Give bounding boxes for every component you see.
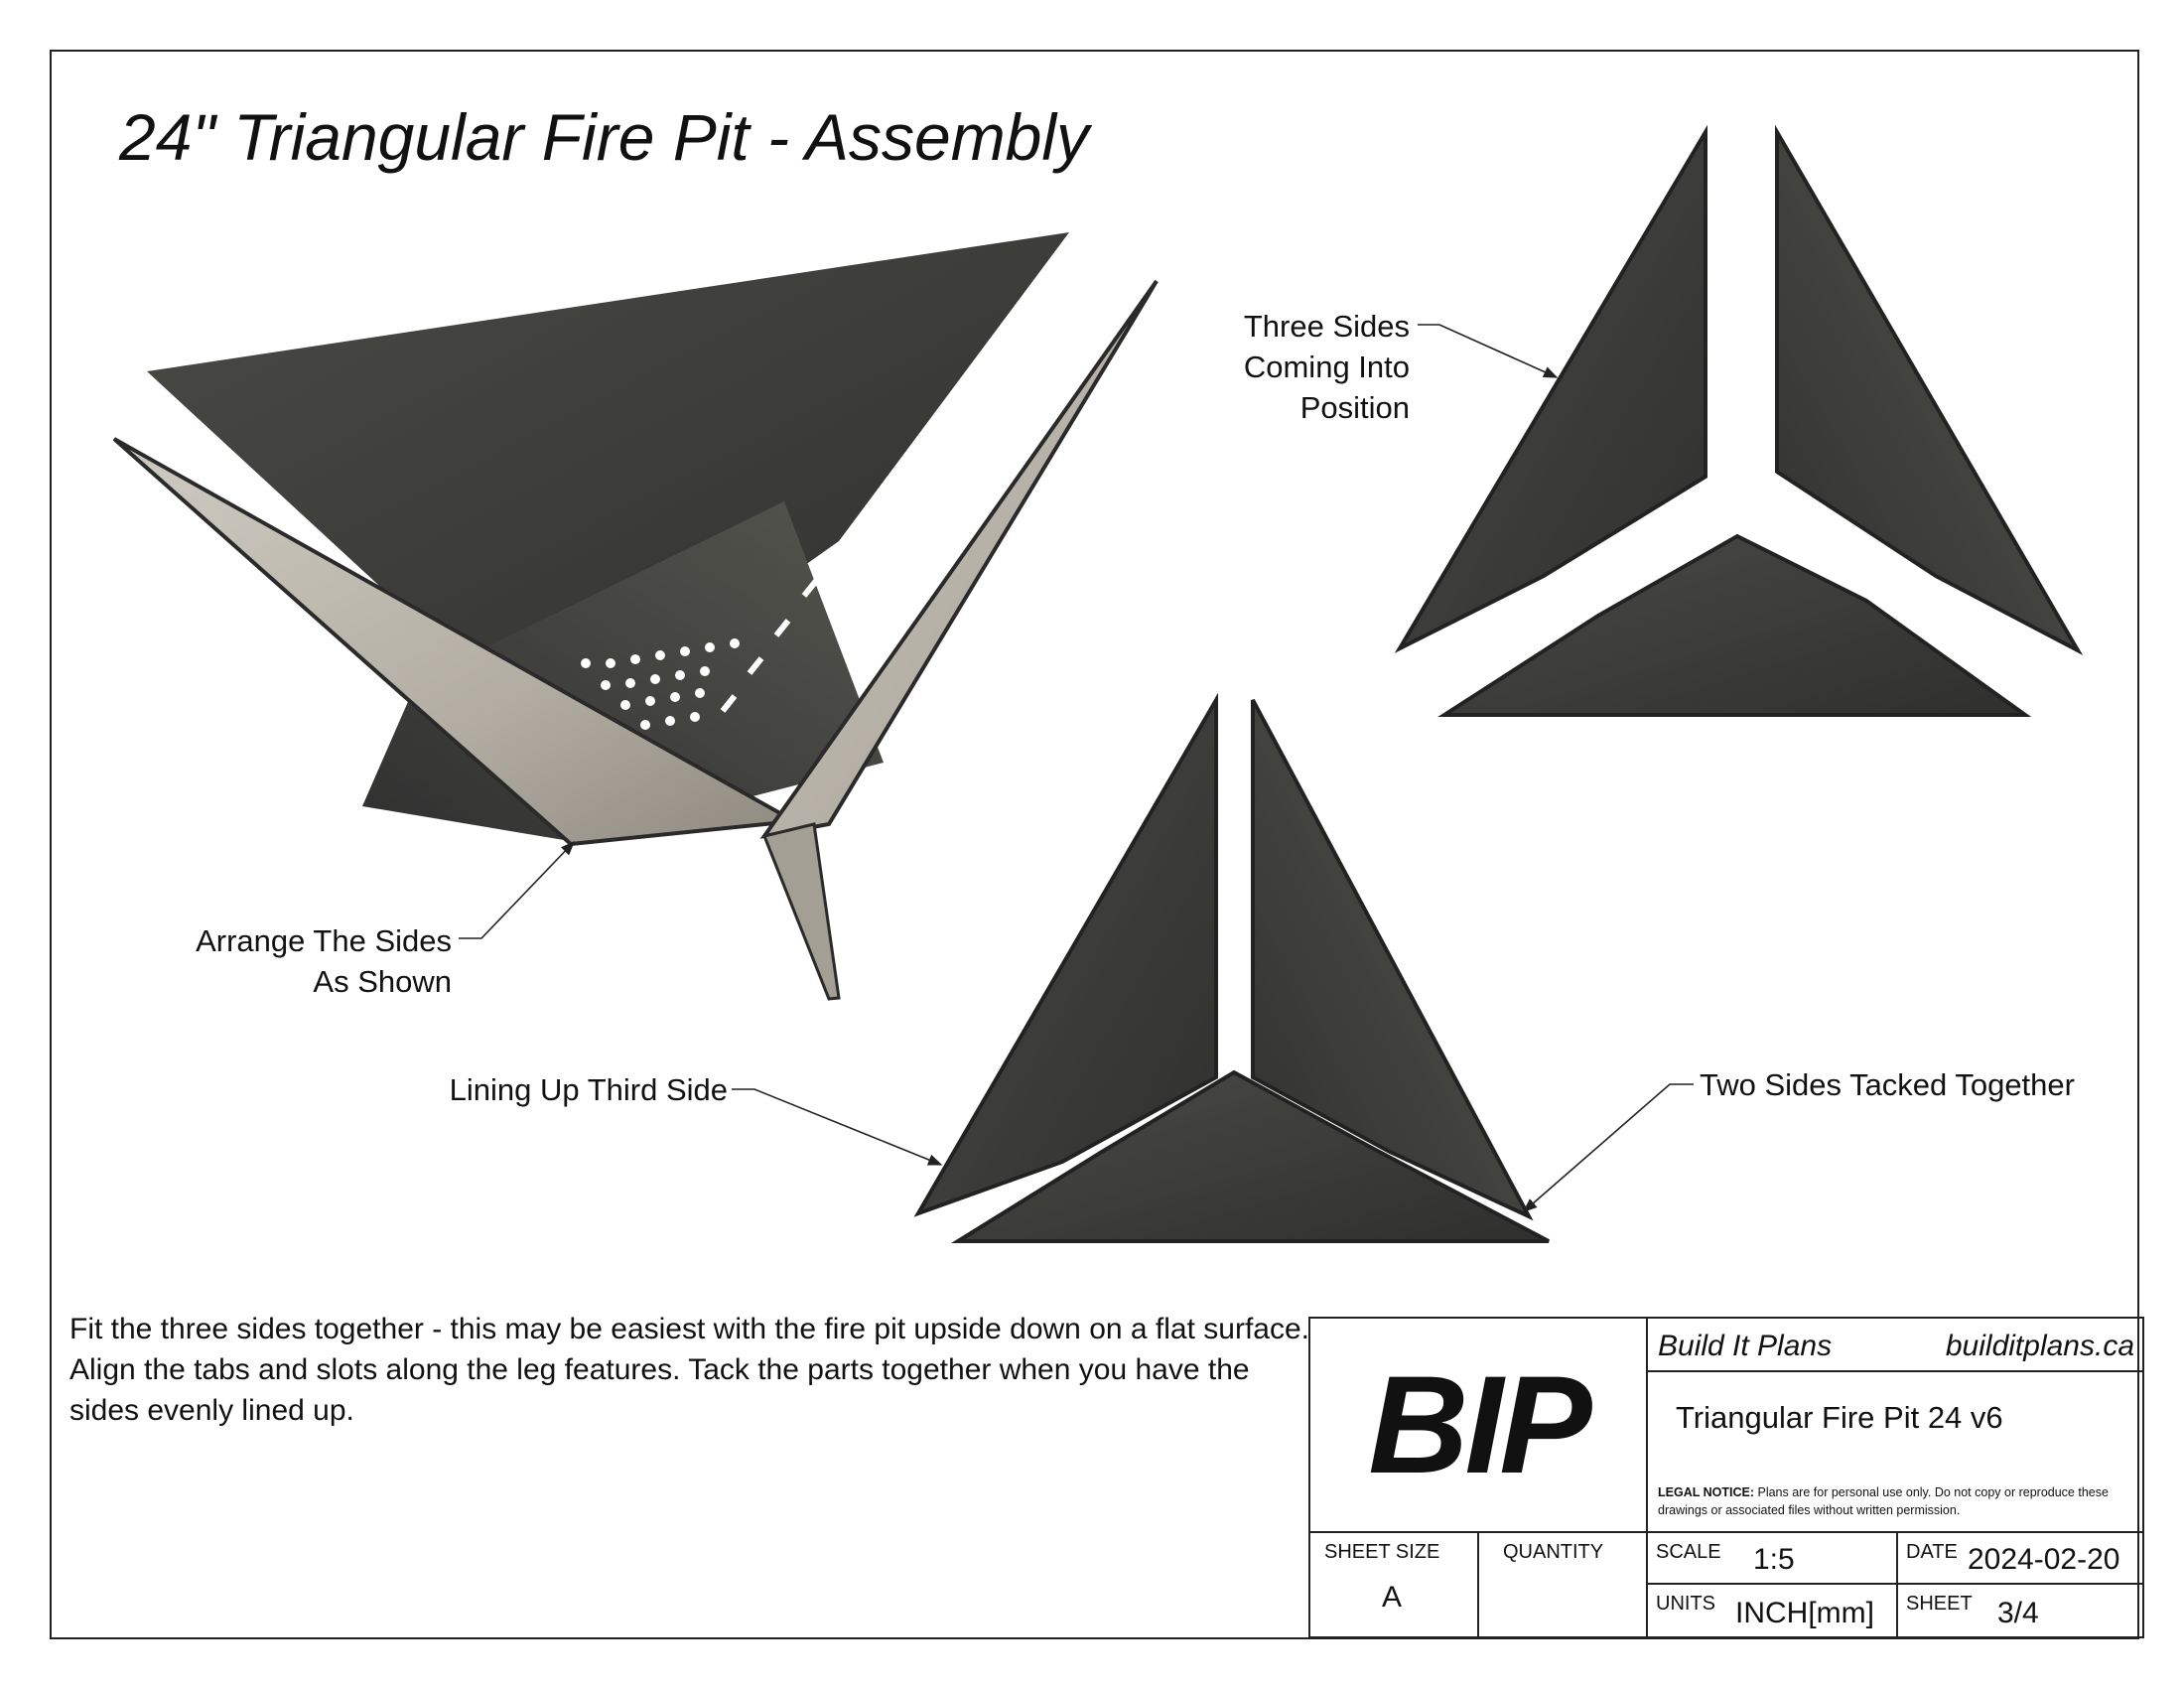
back-side-panel — [147, 232, 1069, 715]
units-cell: UNITS INCH[mm] — [1648, 1585, 1898, 1636]
company-logo: BIP — [1310, 1319, 1648, 1533]
three-sides-view — [1394, 124, 2084, 717]
assembly-instructions: Fit the three sides together - this may … — [69, 1313, 1309, 1427]
arranged-sides-view — [112, 232, 1159, 1001]
lining-up-view — [913, 692, 1550, 1243]
sheet-number-cell: SHEET 3/4 — [1906, 1593, 2039, 1629]
title-block: BIP Build It Plans builditplans.ca Trian… — [1308, 1317, 2144, 1638]
company-name: Build It Plans — [1658, 1330, 1833, 1362]
company-website: builditplans.ca — [1945, 1330, 2134, 1362]
date-value: 2024-02-20 — [1968, 1543, 2120, 1576]
leg-panel — [761, 822, 841, 1001]
third-side-panel — [950, 1069, 1550, 1243]
side-panel-right — [1775, 124, 2084, 655]
sheet-size-cell: SHEET SIZE A — [1310, 1533, 1479, 1636]
tab-slots — [720, 579, 819, 713]
sheet-number-value: 3/4 — [1997, 1597, 2039, 1629]
date-cell: DATE 2024-02-20 — [1898, 1533, 2142, 1585]
callout-lining-up: Lining Up Third Side — [449, 1072, 728, 1107]
sheet-size-value: A — [1382, 1581, 1403, 1614]
scale-value: 1:5 — [1753, 1543, 1795, 1576]
callout-arrange-sides: Arrange The Sides As Shown — [196, 923, 452, 999]
tacked-panel-left — [913, 692, 1218, 1217]
side-panel-bottom — [1437, 533, 2032, 717]
callout-three-sides: Three Sides Coming Into Position — [1243, 309, 1410, 425]
legal-notice: LEGAL NOTICE: Plans are for personal use… — [1658, 1485, 2109, 1517]
callout-tacked-together: Two Sides Tacked Together — [1700, 1067, 2075, 1102]
side-panel-left — [1394, 124, 1707, 653]
right-side-panel — [759, 279, 1159, 839]
company-row: Build It Plans builditplans.ca — [1648, 1319, 2142, 1372]
left-side-panel — [112, 437, 801, 847]
tacked-panel-right — [1251, 699, 1534, 1221]
drawing-title: 24" Triangular Fire Pit - Assembly — [119, 100, 1090, 174]
part-name-cell: Triangular Fire Pit 24 v6 LEGAL NOTICE: … — [1648, 1372, 2142, 1533]
part-name: Triangular Fire Pit 24 v6 — [1676, 1400, 2003, 1435]
vent-holes — [581, 638, 740, 730]
scale-cell: SCALE 1:5 — [1648, 1533, 1898, 1585]
leader-lines — [459, 324, 1694, 1212]
drawing-border — [50, 50, 2139, 1639]
quantity-cell: QUANTITY — [1479, 1533, 1648, 1636]
units-value: INCH[mm] — [1735, 1597, 1874, 1629]
